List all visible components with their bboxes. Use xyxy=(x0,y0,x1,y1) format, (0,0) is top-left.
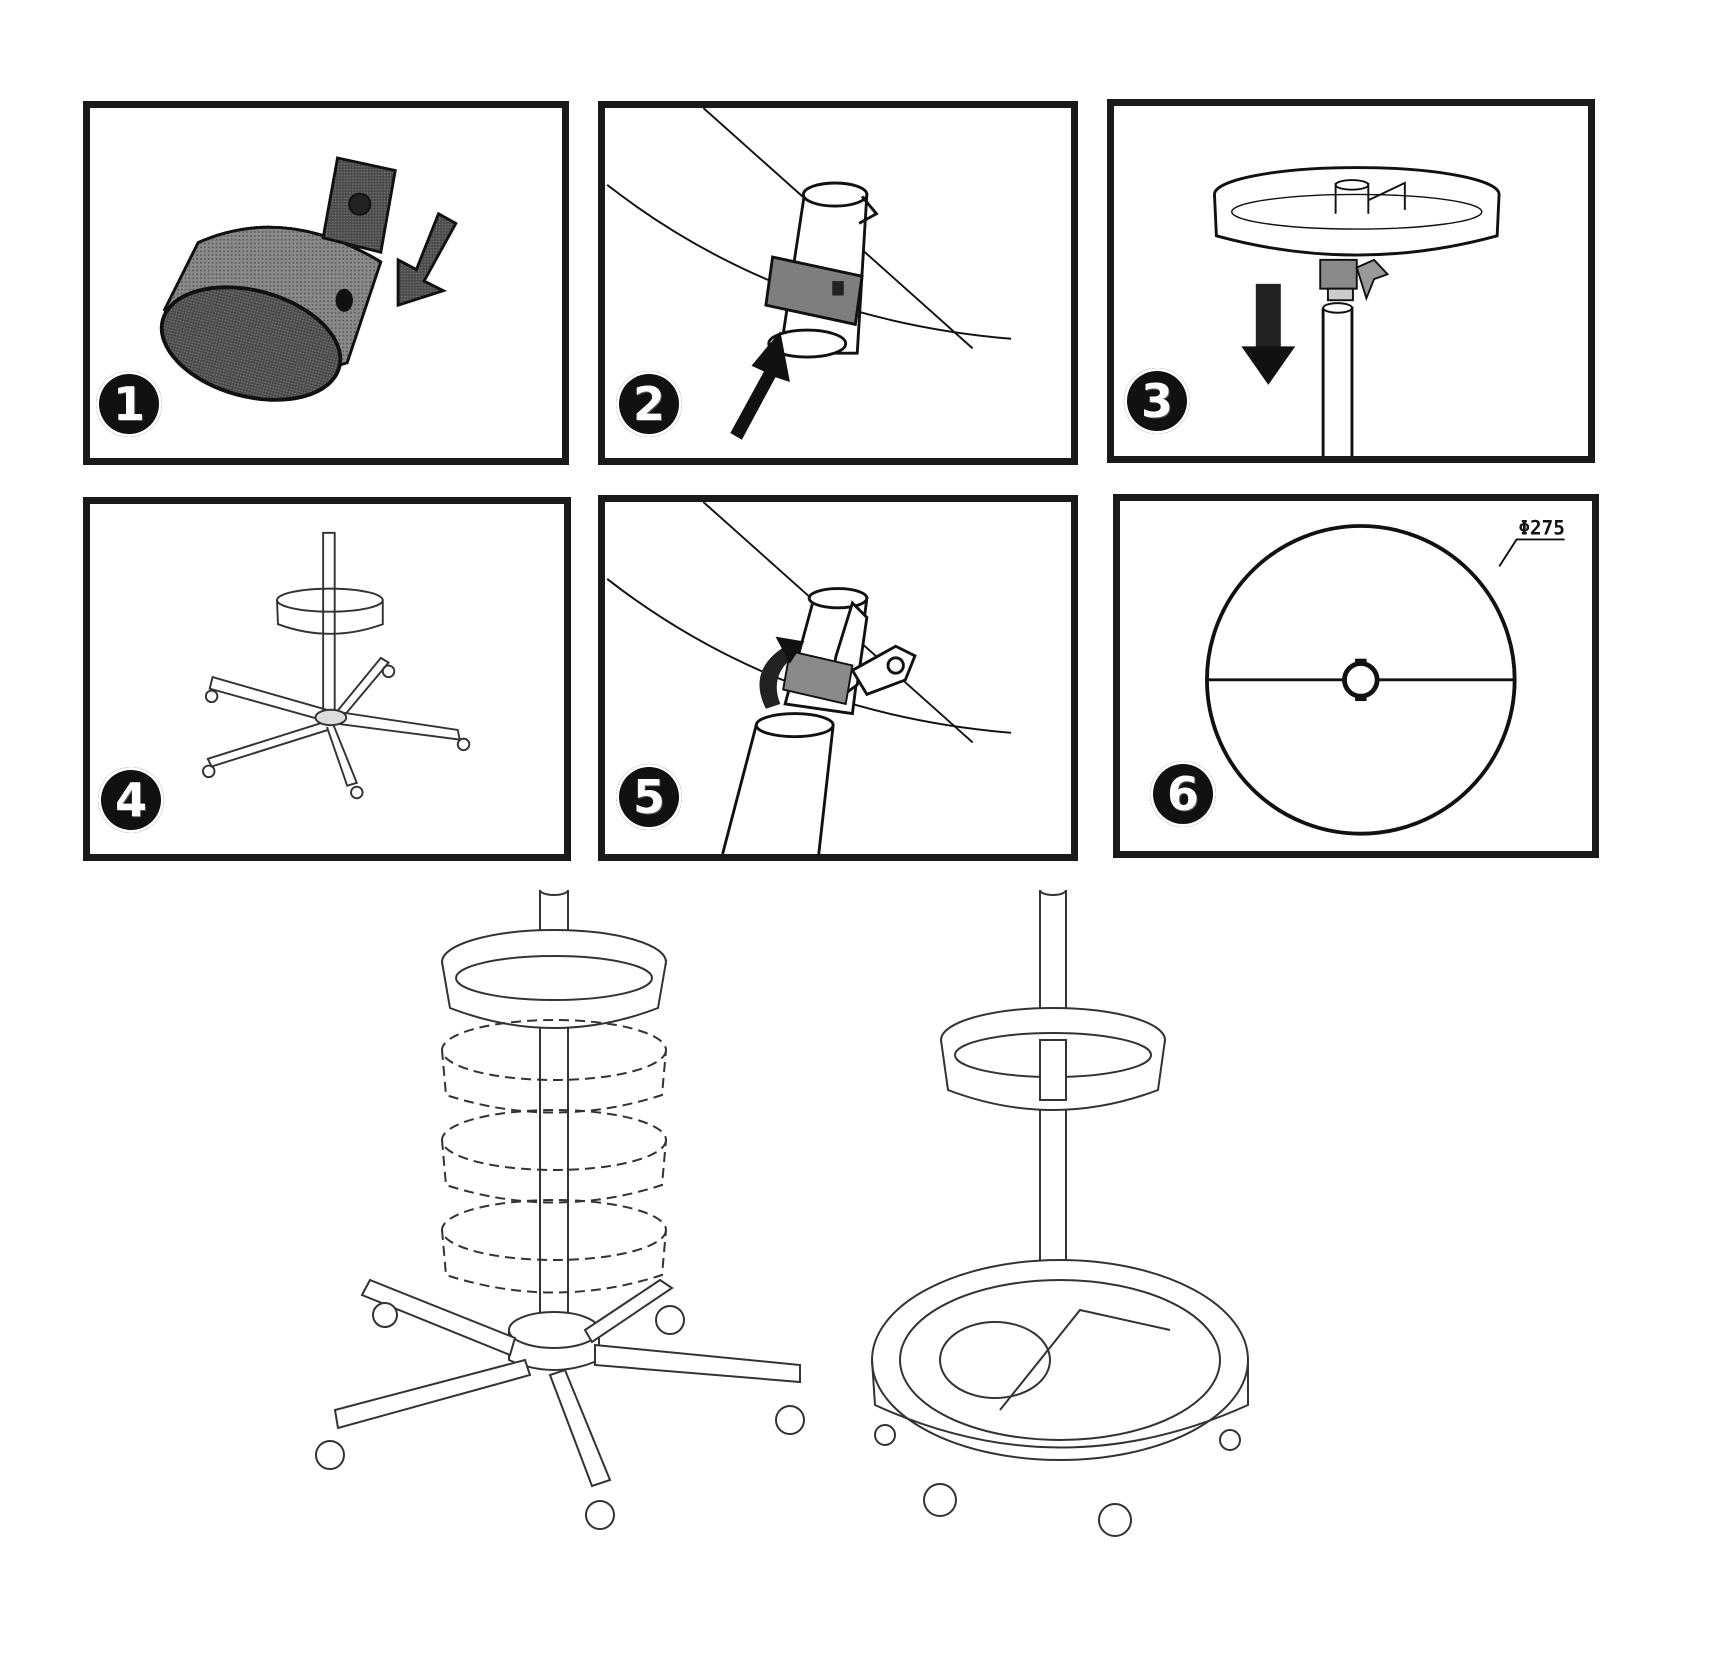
multi-tray-stand xyxy=(315,890,805,1530)
step-number-badge: 6 xyxy=(1150,761,1216,827)
step-number-badge: 2 xyxy=(616,371,682,437)
step-1-panel: 1 xyxy=(83,101,569,465)
step-5-panel: 5 xyxy=(598,495,1078,861)
step-number-badge: 5 xyxy=(616,764,682,830)
assembled-stand-icon xyxy=(202,531,471,800)
knob-tighten-icon xyxy=(606,502,1012,854)
step-3-panel: 3 xyxy=(1107,99,1595,463)
clamp-slide-icon xyxy=(606,108,1012,440)
step-6-panel: Φ275 6 xyxy=(1113,494,1599,858)
step-2-panel: 2 xyxy=(598,101,1078,465)
step-number-badge: 3 xyxy=(1124,368,1190,434)
tray-top-view-icon: Φ275 xyxy=(1205,517,1565,836)
tray-lower-icon xyxy=(1213,166,1501,456)
cap-insert-icon xyxy=(159,156,458,402)
step-number-badge: 1 xyxy=(96,371,162,437)
assembled-views xyxy=(315,890,1249,1537)
diameter-label: Φ275 xyxy=(1519,517,1565,540)
step-number-badge: 4 xyxy=(98,767,164,833)
base-tray-stand xyxy=(871,890,1249,1537)
step-4-panel: 4 xyxy=(83,497,571,861)
